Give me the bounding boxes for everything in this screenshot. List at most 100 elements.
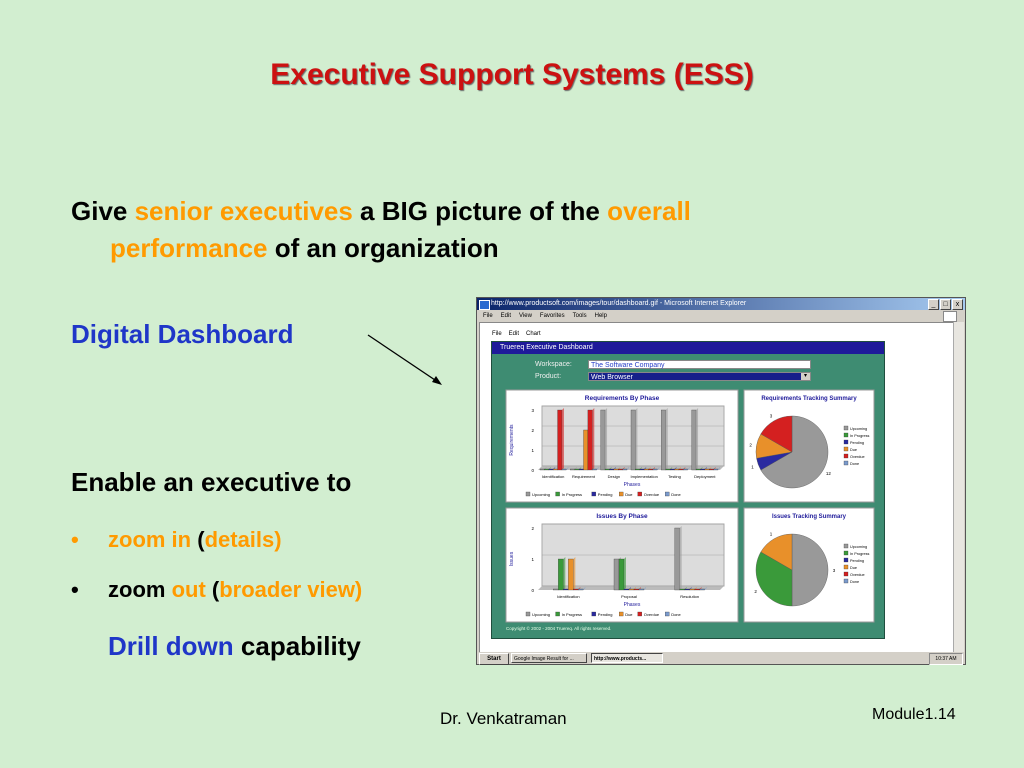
x-tick-label: Proposal [621,594,637,599]
x-axis-label: Phases [624,482,641,488]
legend-label: Done [671,612,681,617]
dashboard-screenshot: http://www.productsoft.com/images/tour/d… [476,297,966,665]
legend-label: Overdue [644,492,660,497]
bar [573,588,579,591]
maximize-button[interactable]: □ [940,299,951,310]
legend-label: Overdue [850,455,865,459]
bar [568,558,574,591]
y-tick-label: 0 [531,588,534,593]
legend-swatch [843,571,849,577]
pie-data-label: 1 [770,532,773,537]
legend-label: Done [850,462,859,466]
legend-label: Pending [598,492,613,497]
legend-label: Done [671,492,681,497]
product-select[interactable]: Web Browser▾ [588,372,811,381]
ie-menu-tools[interactable]: Tools [572,313,587,319]
taskbar-item-productsoft[interactable]: http://www.products... [591,653,663,663]
bar [684,588,690,591]
ie-logo-icon [479,300,490,310]
dropdown-arrow-icon[interactable]: ▾ [801,373,810,380]
x-tick-label: Testing [668,474,681,479]
bar [587,409,593,471]
bar-side [679,526,682,590]
bar [583,429,589,471]
app-menu-edit[interactable]: Edit [508,331,520,337]
ie-menu-file[interactable]: File [483,313,493,319]
bar [557,409,563,471]
pie-data-label: 2 [754,589,757,594]
bar [613,468,619,471]
bar-side [624,557,626,590]
bar [630,409,636,471]
legend-swatch [843,453,849,459]
ie-menu-view[interactable]: View [519,313,532,319]
minimize-button[interactable]: _ [928,299,939,310]
bar [669,468,675,471]
intro-line-1: Give senior executives a BIG picture of … [71,196,691,227]
y-axis-label: Issues [509,551,515,566]
legend-label: In Progress [562,492,582,497]
legend-swatch [843,439,849,445]
bar-side [573,557,576,590]
bar [633,588,640,591]
bar [618,468,623,471]
bar [638,588,645,591]
bar [561,468,567,471]
legend-swatch [555,491,560,497]
zoom-out-paren: ( [205,577,220,602]
chart-title: Requirements By Phase [585,395,660,402]
bar [699,588,705,591]
x-tick-label: Requirement [572,474,596,479]
pie-data-label: 3 [833,568,836,573]
slide-title: Executive Support Systems (ESS) [270,58,754,91]
start-button[interactable]: Start [479,653,509,665]
legend-label: Due [625,612,633,617]
intro-senior-executives: senior executives [134,196,353,226]
legend-swatch [843,432,849,438]
bar-side [635,408,638,470]
bar [623,588,630,591]
app-frame: Truereq Executive Dashboard Workspace: T… [491,341,885,639]
y-tick-label: 3 [531,408,534,413]
y-tick-label: 0 [531,468,534,473]
x-tick-label: Implementation [630,474,657,479]
copyright-text: Copyright © 2002 - 2004 Truereq. All rig… [506,626,612,631]
dashboard-charts: Requirements By Phase0123RequirementsIde… [505,389,875,623]
app-title-text: Truereq Executive Dashboard [500,344,593,351]
x-tick-label: Deployment [694,474,716,479]
close-button[interactable]: x [952,299,963,310]
x-tick-label: Design [608,474,620,479]
zoom-out-out: out [171,577,206,602]
y-tick-label: 2 [531,526,534,531]
legend-swatch [843,543,849,549]
chart-title: Issues Tracking Summary [772,514,847,520]
legend-label: Overdue [850,573,865,577]
intro-line-2: performance of an organization [110,233,499,264]
legend-label: Pending [850,441,864,445]
drill-capability: capability [233,631,361,661]
legend-swatch [665,611,670,617]
workspace-field[interactable]: The Software Company [588,360,811,369]
intro-performance: performance [110,233,268,263]
chart-title: Issues By Phase [596,513,648,520]
bar [592,468,597,471]
ie-menu-help[interactable]: Help [594,313,607,319]
bar [628,588,635,591]
app-menu-file[interactable]: File [492,331,502,337]
bar [689,588,695,591]
ie-menu-favorites[interactable]: Favorites [539,313,565,319]
legend-swatch [637,611,642,617]
bar-side [563,557,566,590]
ie-scrollbar[interactable] [953,322,964,652]
bar [713,468,719,471]
legend-label: Pending [850,559,864,563]
app-menu-chart[interactable]: Chart [526,331,541,337]
bar-side [718,467,720,470]
taskbar-item-google[interactable]: Google Image Result for ... [511,653,587,663]
windows-taskbar: Start Google Image Result for ... http:/… [477,652,965,665]
y-tick-label: 1 [531,448,534,453]
bar-side [605,408,608,470]
ie-menu-edit[interactable]: Edit [500,313,512,319]
bar [644,468,649,471]
legend-label: In Progress [850,434,870,438]
